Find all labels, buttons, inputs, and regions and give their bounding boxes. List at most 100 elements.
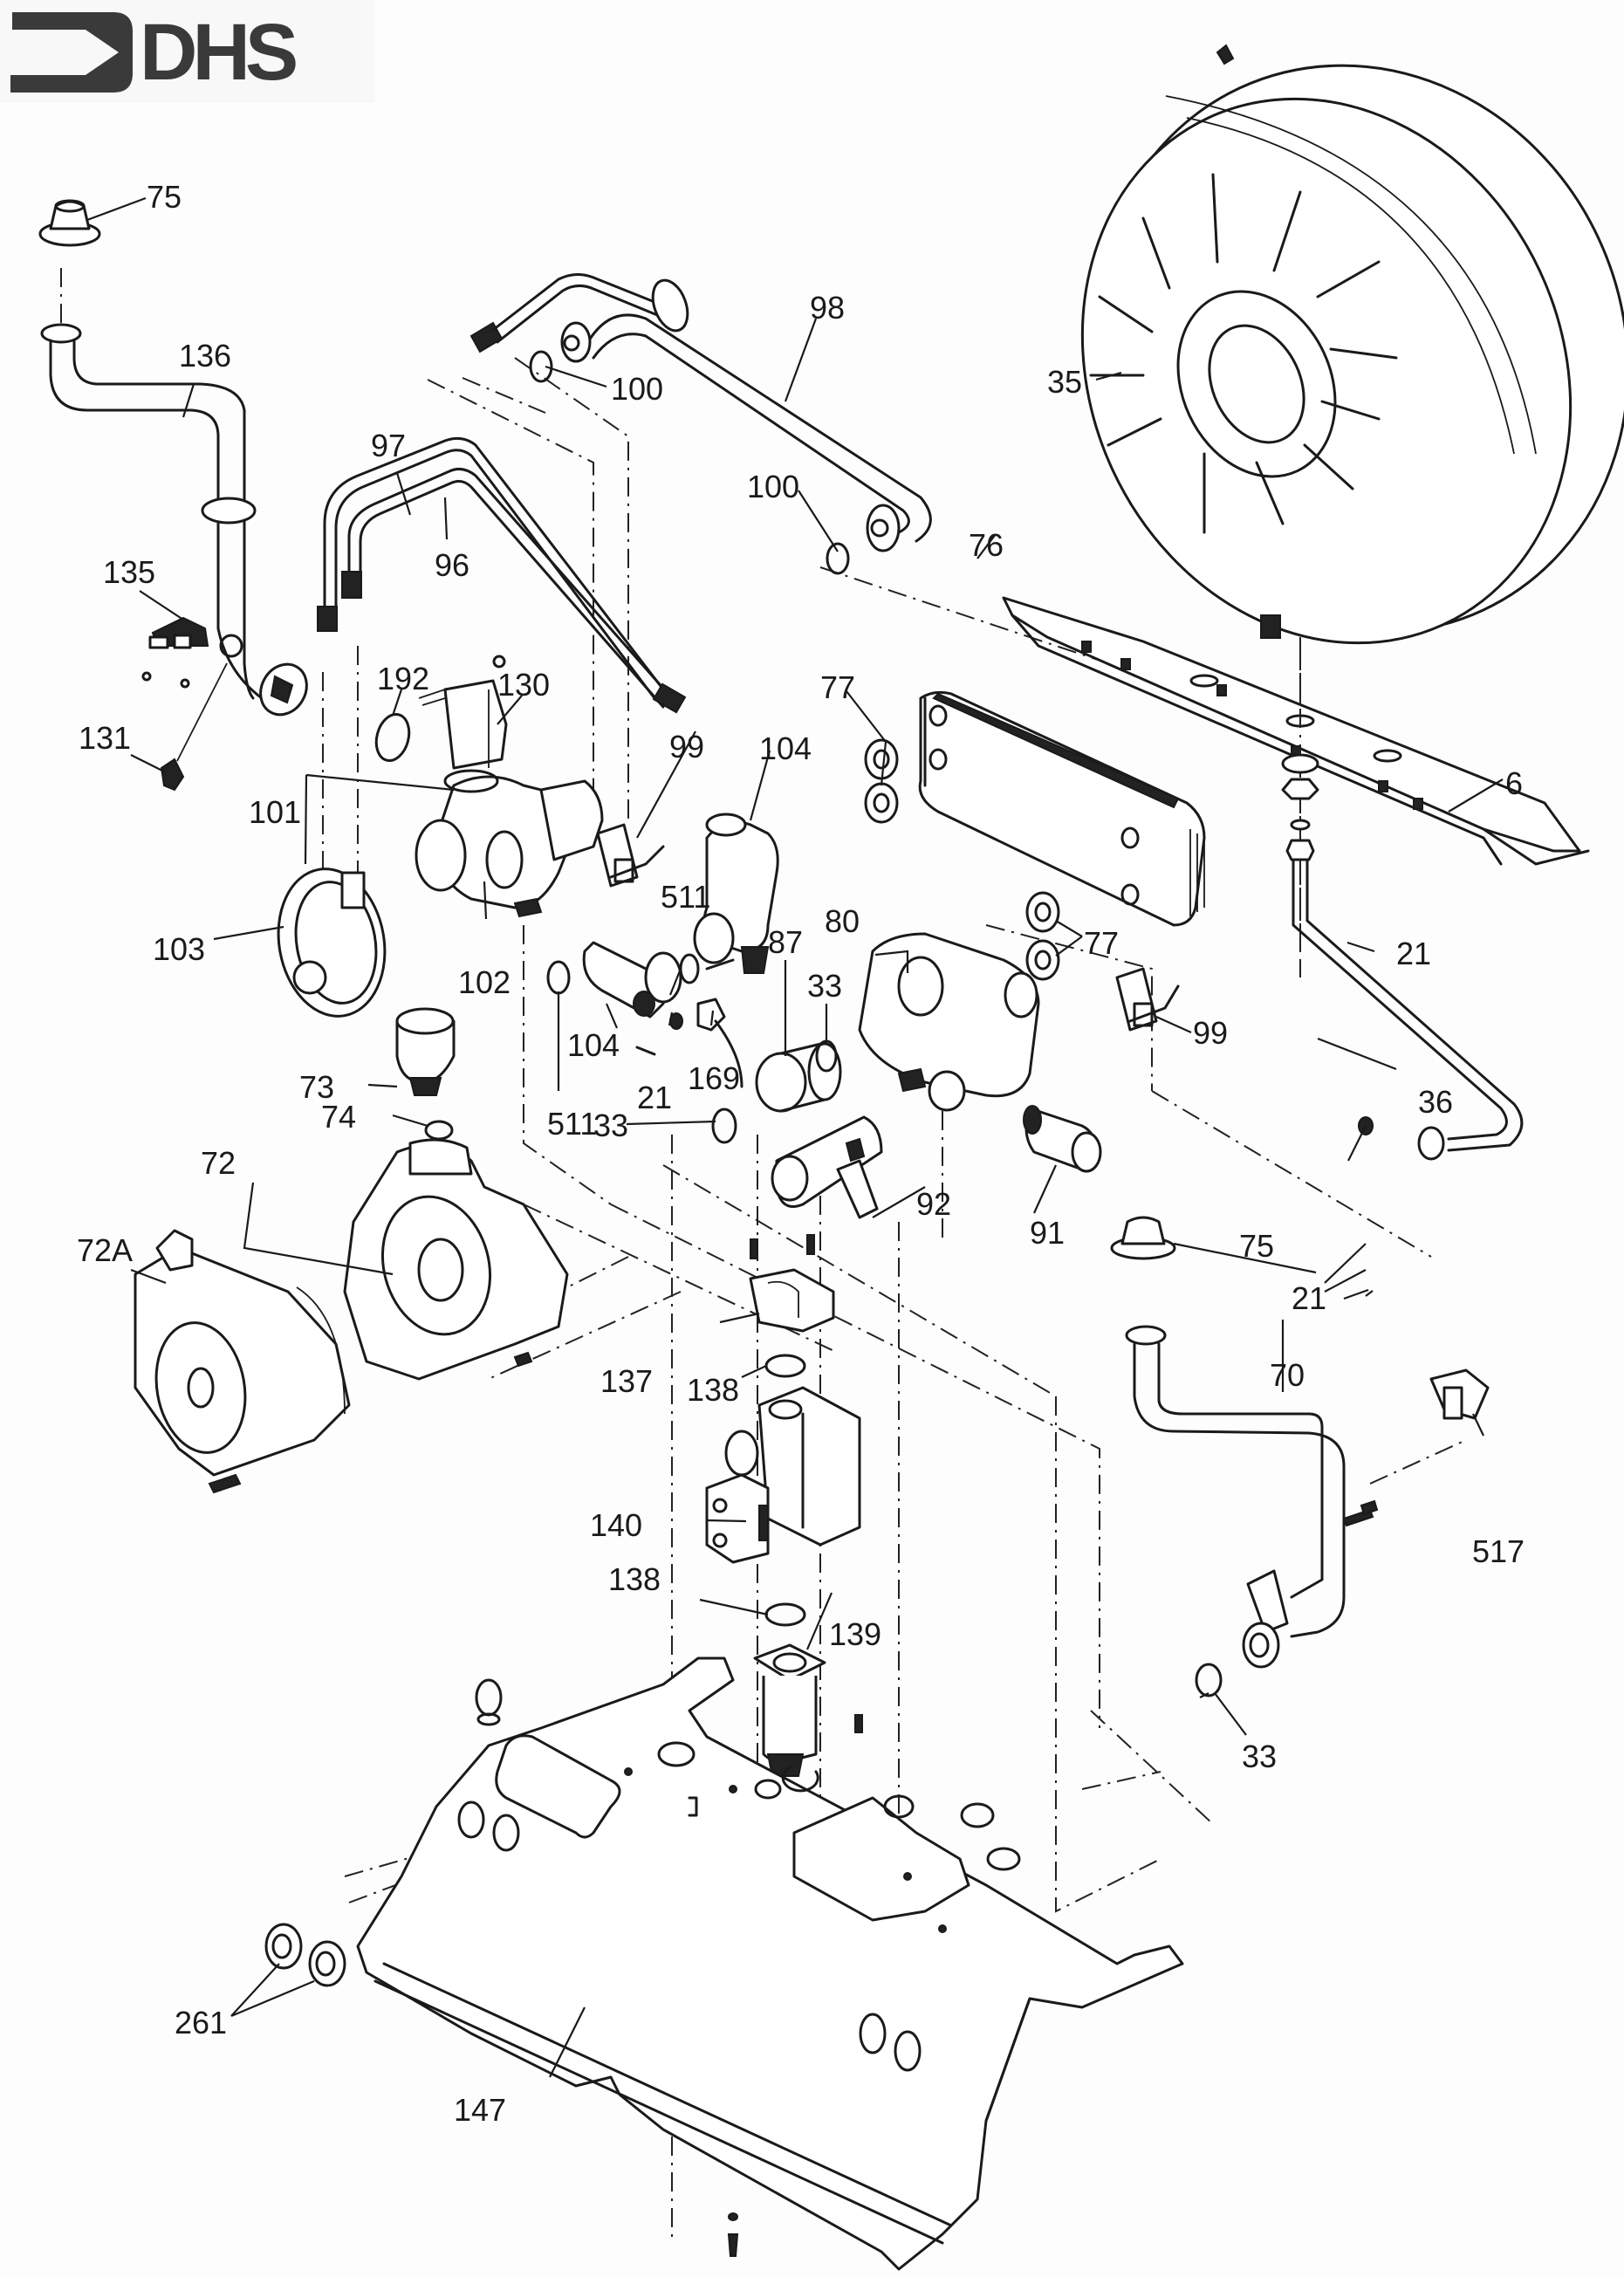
callout-138-bottom: 138 [608,1561,661,1597]
microswitch-130 [418,655,508,770]
callout-130: 130 [497,667,550,703]
callout-87: 87 [768,924,803,960]
callout-100-top: 100 [611,371,663,407]
sensor-clip-135 [141,616,243,689]
callout-101: 101 [249,794,301,830]
callout-36: 36 [1418,1084,1453,1120]
auto-air-vent-73 [395,1007,456,1096]
o-ring-511b [546,960,571,995]
callout-136: 136 [179,338,231,374]
callout-97: 97 [371,428,406,463]
callout-77-top: 77 [820,669,855,705]
o-ring-100b [826,542,850,575]
callout-140: 140 [590,1507,642,1543]
callout-100-right: 100 [747,469,799,504]
seals-77a [864,738,899,824]
callout-21-left: 21 [637,1080,672,1115]
o-ring-100a [529,350,553,383]
pump-body-72 [343,1138,569,1381]
cap-75b [1110,1216,1176,1260]
callout-21-right: 21 [1396,936,1431,971]
clip-99b [1115,967,1180,1032]
callout-98: 98 [810,290,845,326]
plate-heat-exchanger-76 [918,690,1206,927]
base-plate-147 [356,1656,1184,2271]
connector-104b [582,941,682,1018]
valve-91 [1023,1105,1102,1173]
o-ring-33b [711,1108,737,1144]
expansion-vessel-35 [1080,44,1624,645]
grommets-261 [264,1923,346,1987]
callout-103: 103 [153,931,205,967]
o-ring-138b [764,1602,806,1627]
pipe-36 [1292,858,1524,1161]
screw [635,958,735,1056]
starburst [1089,173,1398,534]
callout-80: 80 [825,903,860,939]
gas-valve-140 [705,1386,861,1564]
bracket-6 [1002,596,1590,866]
callout-137: 137 [600,1363,653,1399]
callout-169: 169 [688,1060,740,1096]
callout-35: 35 [1047,364,1082,400]
callout-74: 74 [321,1099,356,1135]
callout-135: 135 [103,554,155,590]
brand-name: DHS [140,8,298,97]
callout-138-top: 138 [687,1372,739,1408]
clip-99a [596,823,665,888]
callout-261: 261 [175,2005,227,2040]
callout-511-top: 511 [661,879,710,915]
pipe-70 [1125,1325,1346,1669]
screw-bottom [727,2212,739,2257]
callout-72a: 72A [77,1232,133,1268]
callout-104-top: 104 [759,730,812,766]
clip-517 [1342,1368,1490,1527]
nut-169 [696,998,743,1088]
seals-77b [1025,891,1060,981]
callout-99-right: 99 [1193,1015,1228,1051]
clip-top-base [475,1678,503,1726]
manifold-80 [858,932,1040,1112]
callout-102: 102 [458,964,510,1000]
callout-192: 192 [377,661,429,696]
o-ring-138a [764,1354,806,1378]
callout-104-bottom: 104 [567,1027,620,1063]
callout-70: 70 [1270,1357,1305,1393]
callout-131: 131 [79,720,131,756]
pipe-97 [317,436,665,700]
callout-77-right: 77 [1084,925,1119,961]
sensor-131 [160,662,228,792]
callout-92: 92 [916,1186,951,1222]
gas-cock-139 [753,1643,863,1777]
callout-33-bottom: 33 [1242,1739,1277,1774]
callout-147: 147 [454,2092,506,2128]
brand-logo: DHS [0,0,375,103]
connector-104a [693,813,779,974]
callout-75-top: 75 [147,179,182,215]
cap-75 [38,199,101,247]
pipe-98 [469,273,932,552]
callout-76: 76 [969,527,1004,563]
screw-pump [208,1351,533,1494]
callout-517: 517 [1472,1533,1525,1569]
valve-body-102 [415,769,604,918]
o-ring-192 [374,713,411,762]
callout-73: 73 [299,1069,334,1105]
cover-137 [749,1234,835,1333]
callout-75-right: 75 [1239,1228,1274,1264]
fittings-stack [1281,637,1319,977]
pump-head-72a [134,1229,351,1477]
callout-91: 91 [1030,1215,1065,1251]
pipe-96 [341,467,687,714]
callout-139: 139 [829,1616,881,1652]
leader-lines [86,196,1504,2078]
diaphragm-housing-103 [277,868,387,1018]
o-ring-74 [424,1120,454,1141]
callout-72: 72 [201,1145,236,1181]
callout-33-mid: 33 [807,968,842,1004]
arrow-right-icon [10,12,133,93]
callout-99-left: 99 [669,729,704,765]
o-ring-33c [1195,1663,1223,1697]
